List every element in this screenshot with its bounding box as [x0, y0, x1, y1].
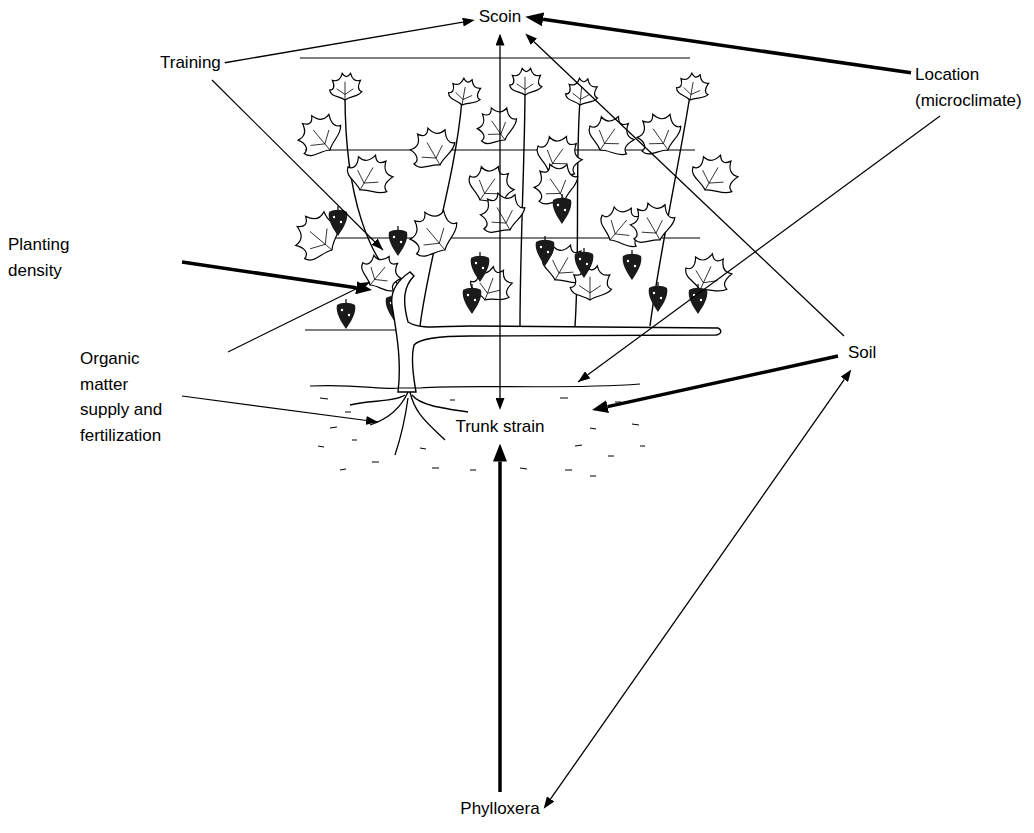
label-text: Training — [160, 50, 221, 76]
factor-label: Soil — [848, 340, 876, 366]
factor-label: Planting density — [8, 232, 88, 283]
factor-label: Trunk strain — [455, 414, 544, 440]
leader-arrows — [182, 80, 940, 422]
label-text: Scoin — [479, 4, 522, 30]
factor-label: Training — [160, 50, 221, 76]
ground-line — [310, 384, 640, 388]
vine-trunk — [392, 272, 721, 392]
connector-arrow — [534, 42, 844, 336]
grape-clusters — [329, 194, 708, 329]
vine-leaves — [284, 68, 744, 307]
connector-arrow — [498, 462, 502, 793]
factor-label: Location (microclimate) — [915, 62, 1029, 113]
factor-label: Scoin — [479, 4, 522, 30]
factor-label: Organic matter supply and fertilization — [80, 346, 170, 448]
connector-arrow — [499, 46, 500, 399]
connector-arrow — [543, 19, 911, 72]
label-text: Location (microclimate) — [915, 62, 1029, 113]
label-text: Organic matter supply and fertilization — [80, 346, 170, 448]
label-text: Planting density — [8, 232, 88, 283]
trellis-wires — [300, 58, 705, 330]
connector-arrow — [225, 22, 463, 63]
vine-roots — [350, 392, 468, 455]
factor-label: Phylloxera — [460, 796, 539, 822]
label-text: Trunk strain — [455, 414, 544, 440]
label-text: Phylloxera — [460, 796, 539, 822]
soil-texture — [318, 398, 645, 476]
label-text: Soil — [848, 340, 876, 366]
connector-arrow — [551, 379, 845, 799]
